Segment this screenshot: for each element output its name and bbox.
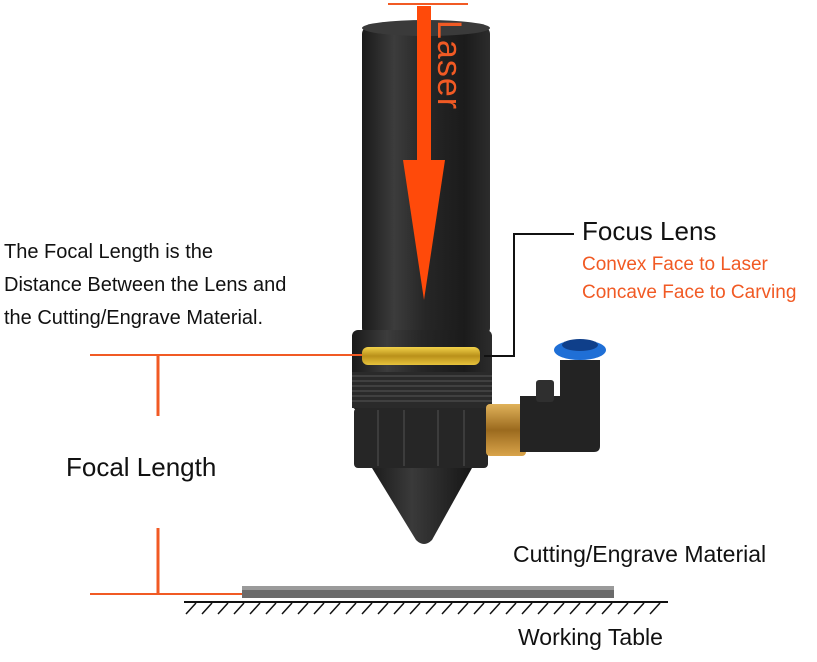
working-table-label: Working Table: [518, 624, 663, 650]
nozzle-nut: [354, 408, 488, 468]
focus-lens-note-convex: Convex Face to Laser: [582, 254, 768, 275]
focal-length-label: Focal Length: [66, 452, 217, 482]
focus-lens-title: Focus Lens: [582, 216, 717, 246]
focus-lens-note-concave: Concave Face to Carving: [582, 282, 797, 303]
description-line: the Cutting/Engrave Material.: [4, 307, 264, 329]
nozzle-cone: [372, 468, 472, 544]
air-nozzle-inner: [562, 339, 598, 351]
laser-label: Laser: [430, 20, 468, 111]
brass-fitting: [486, 404, 526, 456]
description-line: The Focal Length is the: [4, 241, 214, 263]
material-plate-top: [242, 586, 614, 590]
air-elbow: [520, 360, 600, 452]
laser-beam-arrow: [403, 6, 445, 300]
description-line: Distance Between the Lens and: [4, 274, 287, 296]
nut-facets: [377, 410, 465, 466]
focus-lens-leader: [484, 233, 574, 357]
material-label: Cutting/Engrave Material: [513, 541, 767, 567]
focus-lens-ring: [362, 347, 480, 365]
elbow-tab: [536, 380, 554, 402]
working-table: [184, 601, 668, 615]
focal-length-dimension: [90, 354, 362, 595]
focal-length-description: The Focal Length is the Distance Between…: [4, 236, 286, 335]
knurled-band: [352, 372, 492, 408]
